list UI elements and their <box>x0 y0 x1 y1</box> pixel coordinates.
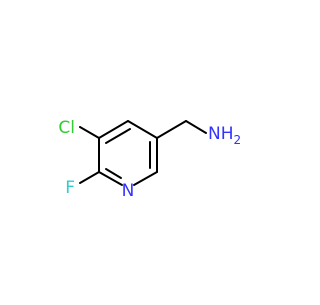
bond-n-c6-inner <box>105 168 122 179</box>
atom-label-amine: NH2 <box>208 124 241 147</box>
bond-n-c6 <box>98 171 123 186</box>
bond-c5-c4-inner <box>105 128 131 144</box>
bond-c4-c3 <box>127 120 158 139</box>
bond-c5-cl <box>79 126 100 139</box>
atom-label-chlorine: Cl <box>58 118 75 138</box>
amine-nh: NH <box>208 124 234 144</box>
bond-c2-n <box>133 171 158 186</box>
atom-label-fluorine: F <box>65 178 75 198</box>
bond-c6-f <box>79 171 100 184</box>
bond-c3-ch2 <box>156 120 187 139</box>
molecule-structure: Cl F N NH2 <box>58 118 241 201</box>
atom-label-ring-nitrogen: N <box>122 181 135 201</box>
structure-canvas: Cl F N NH2 <box>58 118 242 201</box>
bond-ch2-n <box>185 120 207 134</box>
ring-bonds <box>79 120 207 186</box>
amine-subscript: 2 <box>234 133 242 147</box>
bond-c5-c4 <box>98 120 129 139</box>
